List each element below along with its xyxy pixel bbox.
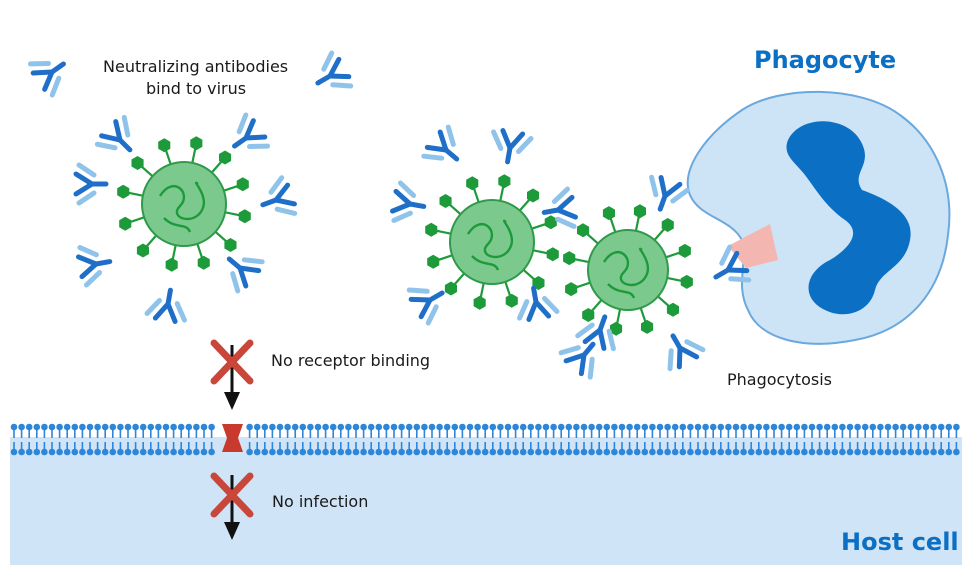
antibody-icon [77,243,113,286]
label-no-infection: No infection [272,492,369,511]
virus-cluster-b [563,204,693,336]
antibody-icon [391,183,427,226]
virus-left [117,136,251,272]
antibody-icon [28,48,74,96]
label-no-receptor-binding: No receptor binding [271,351,431,370]
antibody-icon [407,277,452,325]
label-host-cell: Host cell [841,528,959,556]
host-cell [10,437,962,565]
antibody-icon [422,125,469,173]
phagocyte-nucleus [786,121,911,315]
antibody-icon [217,244,264,292]
antibody-icon [147,287,190,323]
virus-cluster-a [425,174,559,310]
cross-no-infection [210,472,254,518]
antibody-icon [515,285,558,321]
antibody-icon [642,174,688,215]
label-antibodies-line1: Neutralizing antibodies [103,57,289,76]
antibody-icon [308,52,353,100]
blocked-receptor [222,424,243,452]
phagocyte-cell [686,90,951,345]
antibody-icon [657,326,705,371]
label-phagocyte: Phagocyte [754,46,897,74]
antibody-icon [76,165,106,203]
antibody-icon [95,115,143,163]
cell-membrane [10,423,960,456]
antibody-icon [489,129,532,165]
phagocytosis-contact [728,224,778,268]
cross-no-binding [210,339,254,385]
label-phagocytosis: Phagocytosis [727,370,832,389]
label-antibodies-line2: bind to virus [146,79,247,98]
antibody-icon [256,177,297,223]
arrow-no-binding [224,345,240,410]
